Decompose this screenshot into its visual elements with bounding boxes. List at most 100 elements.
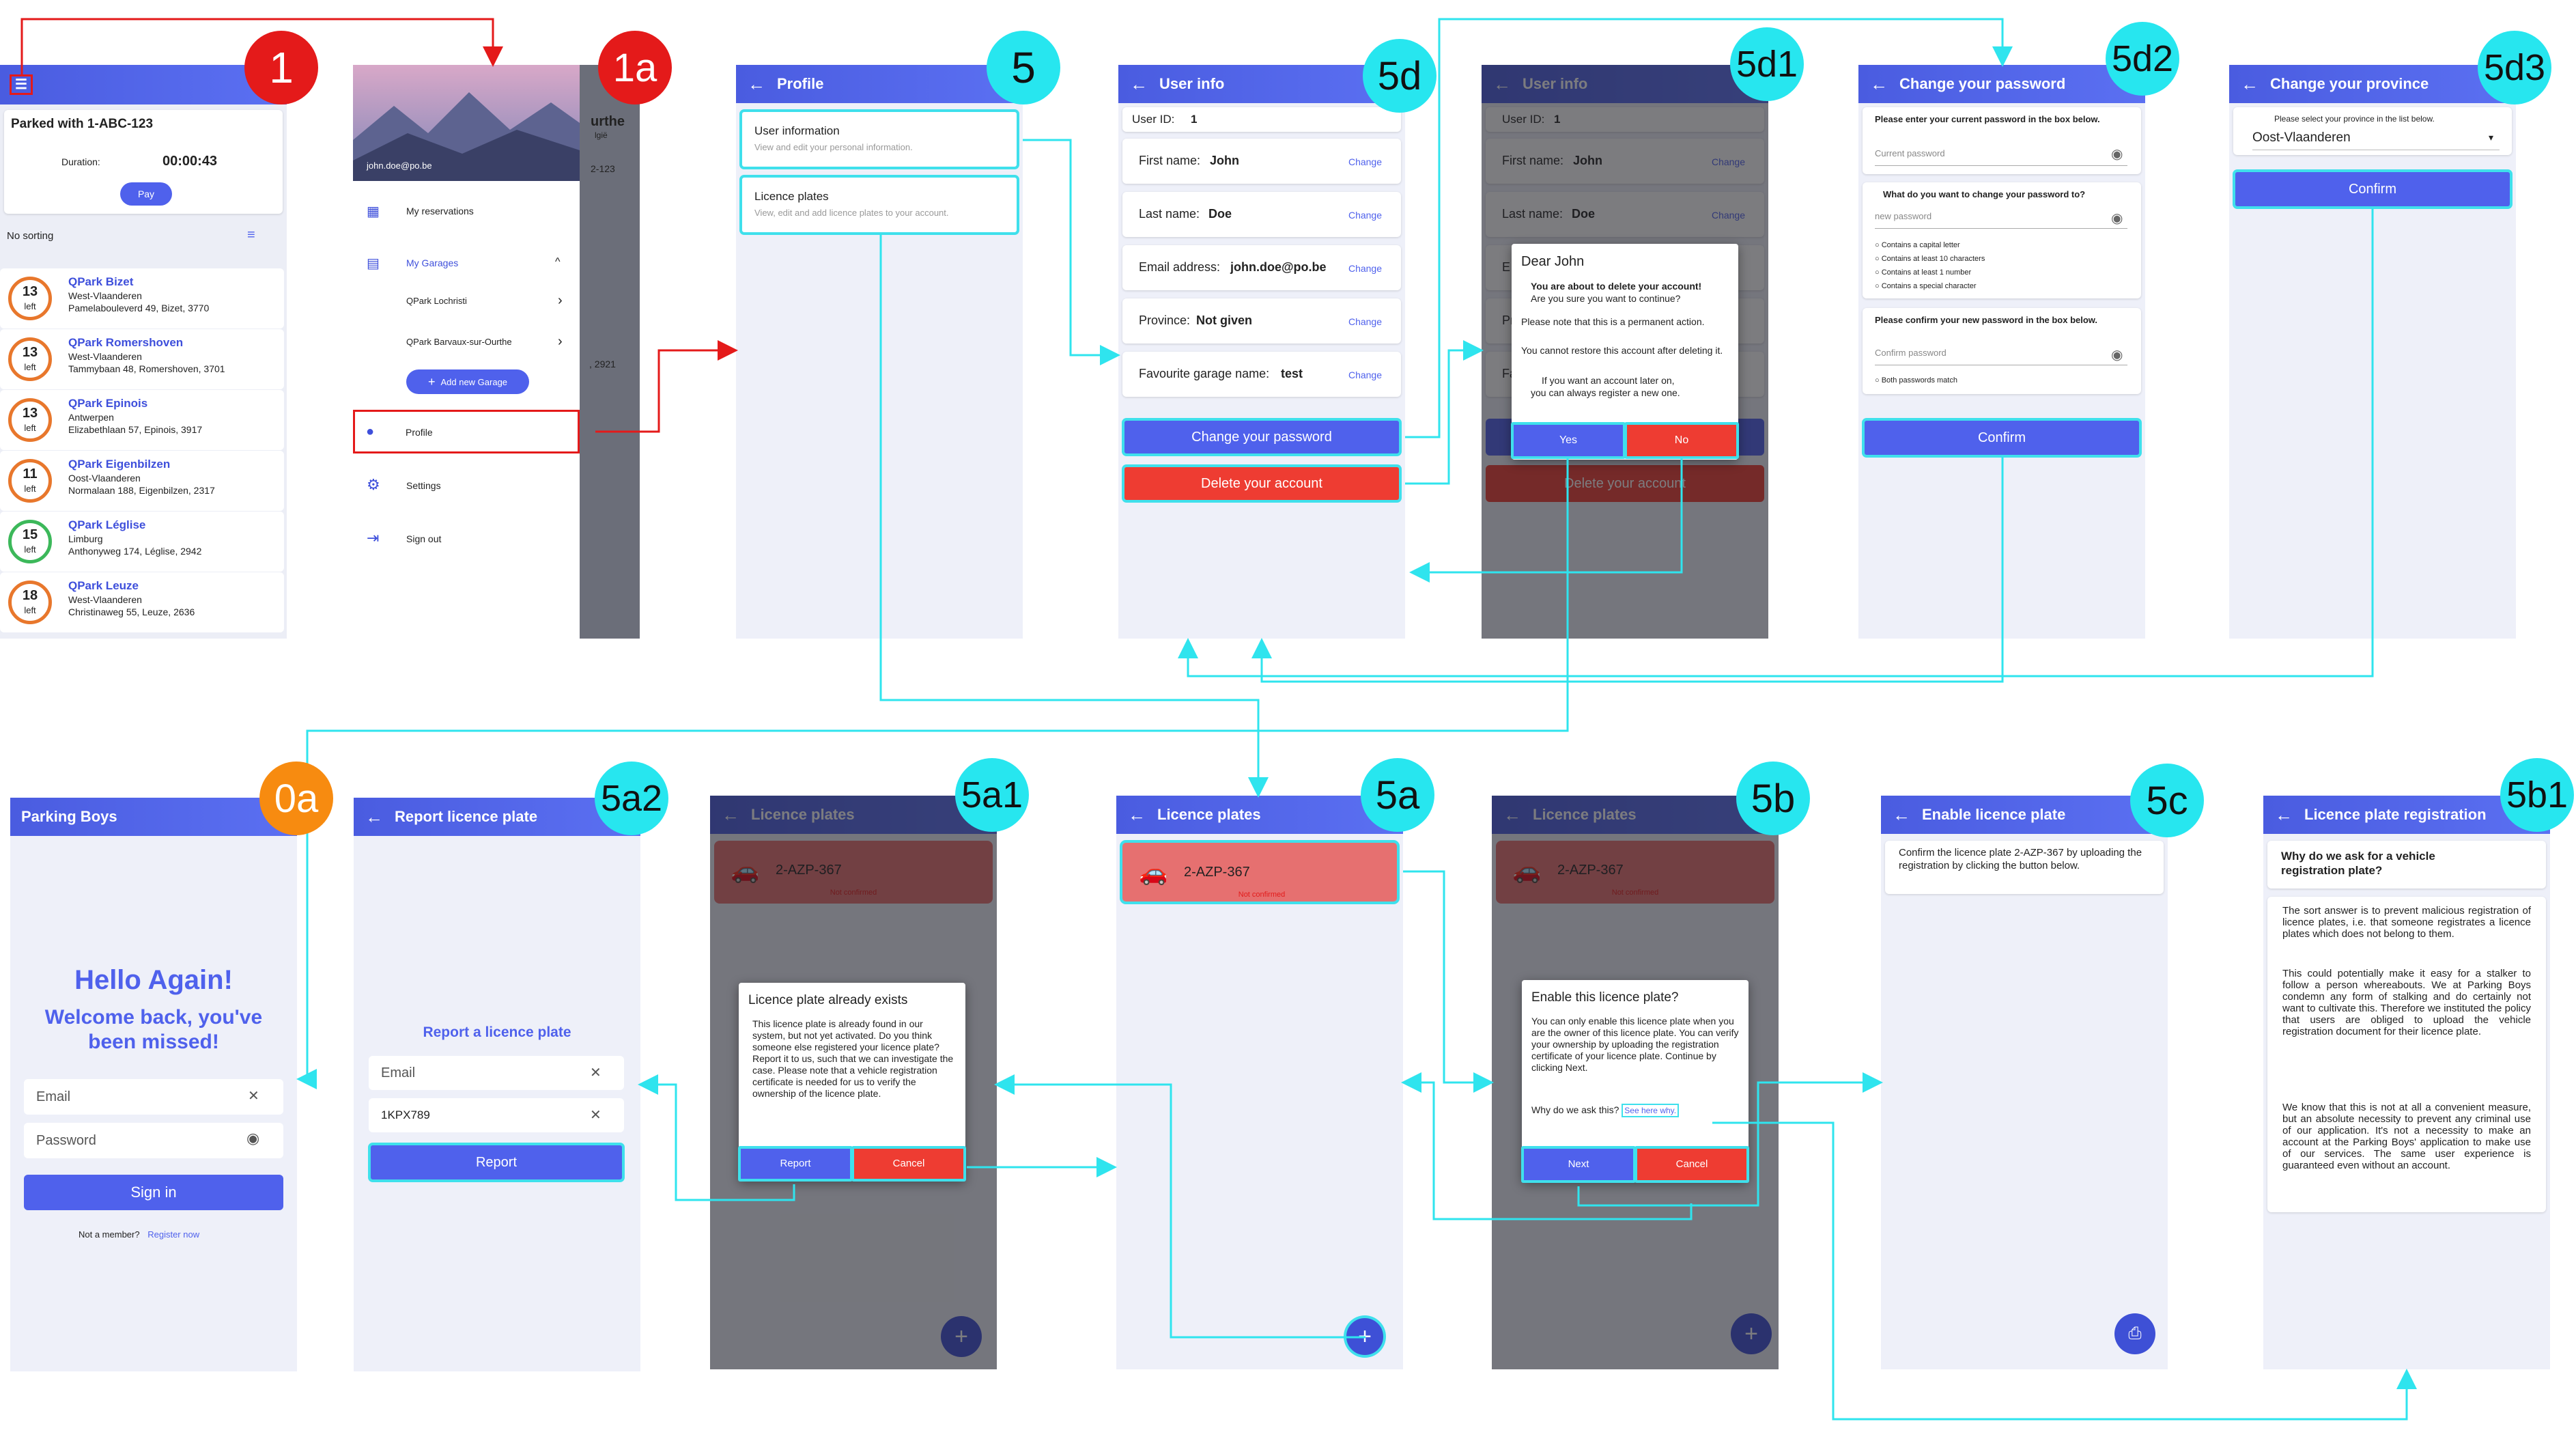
back-arrow-icon[interactable]: ← <box>748 73 765 94</box>
eye-icon[interactable]: ◉ <box>2111 147 2123 162</box>
field-value: Not given <box>1196 313 1253 327</box>
peek-text: , 2921 <box>589 359 616 369</box>
sort-icon[interactable]: ≡ <box>247 227 255 242</box>
submenu-item-lochristi[interactable]: QPark Lochristi › <box>353 293 580 313</box>
field-label: Last name: <box>1139 207 1200 221</box>
instruction: Please enter your current password in th… <box>1875 114 2100 124</box>
add-plate-fab[interactable]: + <box>1344 1316 1385 1357</box>
back-arrow-icon[interactable]: ← <box>2275 804 2293 825</box>
report-button[interactable]: Report <box>739 1147 852 1181</box>
back-arrow-icon[interactable]: ← <box>1870 73 1888 94</box>
plate-card[interactable]: 🚗 2-AZP-367 Not confirmed <box>1120 841 1399 904</box>
pay-button[interactable]: Pay <box>120 182 172 206</box>
cancel-button[interactable]: Cancel <box>1635 1147 1749 1182</box>
menu-item-signout[interactable]: ⇥ Sign out <box>353 527 580 554</box>
delete-account-button[interactable]: Delete your account <box>1122 465 1401 502</box>
clear-icon[interactable]: ✕ <box>590 1065 601 1080</box>
submenu-item-barvaux[interactable]: QPark Barvaux-sur-Ourthe › <box>353 334 580 354</box>
welcome-text: Welcome back, you've been missed! <box>44 1006 263 1053</box>
see-why-link[interactable]: See here why. <box>1622 1104 1680 1117</box>
password-field[interactable]: Password <box>24 1123 283 1158</box>
current-password-field[interactable]: Current password <box>1875 148 2127 166</box>
change-link[interactable]: Change <box>1348 369 1382 380</box>
peek-text: lgië <box>595 130 608 140</box>
eye-icon[interactable]: ◉ <box>246 1130 260 1147</box>
garage-region: Oost-Vlaanderen <box>68 473 141 484</box>
email-row: Email address: john.doe@po.be Change <box>1122 245 1401 290</box>
page-title: Licence plate registration <box>2304 806 2487 823</box>
menu-item-settings[interactable]: ⚙ Settings <box>353 473 580 501</box>
password-placeholder: Password <box>36 1132 96 1148</box>
eye-icon[interactable]: ◉ <box>2111 348 2123 363</box>
dropdown-icon[interactable]: ▾ <box>2489 132 2494 143</box>
next-button[interactable]: Next <box>1522 1147 1635 1182</box>
sign-in-button[interactable]: Sign in <box>24 1175 283 1210</box>
step-badge: 5a2 <box>595 762 668 835</box>
spots-count: 11 <box>23 466 38 481</box>
cancel-button[interactable]: Cancel <box>852 1147 965 1181</box>
app-title: Parking Boys <box>21 808 117 825</box>
confirm-button[interactable]: Confirm <box>2233 170 2512 208</box>
screen-drawer: urthe lgië 2-123 , 2921 john.doe@po.be ▦… <box>353 65 640 639</box>
step-badge: 5d3 <box>2478 31 2551 104</box>
page-title: Licence plates <box>1157 806 1261 823</box>
change-link[interactable]: Change <box>1348 210 1382 221</box>
spots-count: 15 <box>22 527 38 542</box>
rule-text: Contains a special character <box>1881 282 1977 290</box>
menu-icon[interactable]: ☰ <box>10 74 33 95</box>
change-link[interactable]: Change <box>1348 263 1382 274</box>
plus-icon: + <box>427 374 436 389</box>
upload-fab[interactable]: ⎙ <box>2114 1313 2155 1354</box>
screen-enable-plate: ← Enable licence plate Confirm the licen… <box>1881 796 2168 1369</box>
dialog-body: This licence plate is already found in o… <box>752 1018 954 1099</box>
eye-icon[interactable]: ◉ <box>2111 211 2123 226</box>
rule-item: ○ Both passwords match <box>1875 376 1957 385</box>
new-password-field[interactable]: new password <box>1875 211 2127 229</box>
back-arrow-icon[interactable]: ← <box>2241 73 2259 94</box>
step-badge: 0a <box>259 762 333 835</box>
user-information-card[interactable]: User information View and edit your pers… <box>740 110 1019 169</box>
spots-left-label: left <box>24 544 36 555</box>
dialog-body: You can only enable this licence plate w… <box>1531 1016 1739 1073</box>
licence-plates-card[interactable]: Licence plates View, edit and add licenc… <box>740 176 1019 234</box>
answer-paragraph: The sort answer is to prevent malicious … <box>2282 905 2531 940</box>
back-arrow-icon[interactable]: ← <box>365 806 383 827</box>
confirm-password-field[interactable]: Confirm password <box>1875 348 2127 365</box>
menu-item-profile[interactable]: ● Profile <box>353 410 580 453</box>
email-field[interactable]: Email <box>369 1056 624 1090</box>
no-button[interactable]: No <box>1625 423 1738 458</box>
confirm-button[interactable]: Confirm <box>1863 419 2141 457</box>
spots-count: 13 <box>22 345 38 360</box>
menu-item-reservations[interactable]: ▦ My reservations <box>353 199 580 226</box>
screen-delete-dialog: ← User info User ID: 1 First name: John … <box>1482 65 1768 639</box>
add-garage-button[interactable]: + Add new Garage <box>406 369 529 394</box>
back-arrow-icon[interactable]: ← <box>1130 73 1148 94</box>
province-select[interactable]: Oost-Vlaanderen <box>2252 130 2500 150</box>
back-arrow-icon[interactable]: ← <box>1893 804 1910 825</box>
clear-icon[interactable]: ✕ <box>248 1089 259 1104</box>
clear-icon[interactable]: ✕ <box>590 1108 601 1123</box>
spots-left-label: left <box>24 362 36 372</box>
email-field[interactable]: Email <box>24 1079 283 1115</box>
change-link[interactable]: Change <box>1348 316 1382 327</box>
back-arrow-icon[interactable]: ← <box>1128 804 1146 825</box>
change-password-button[interactable]: Change your password <box>1122 419 1401 456</box>
report-button[interactable]: Report <box>369 1143 624 1182</box>
app-bar: Parking Boys <box>10 798 297 836</box>
yes-button[interactable]: Yes <box>1512 423 1625 458</box>
register-link[interactable]: Register now <box>147 1229 200 1240</box>
change-link[interactable]: Change <box>1348 156 1382 167</box>
plate-field[interactable]: 1KPX789 <box>369 1098 624 1132</box>
screen-change-password: ← Change your password Please enter your… <box>1858 65 2145 639</box>
drawer-email: john.doe@po.be <box>367 160 432 171</box>
menu-item-my-garages[interactable]: ▤ My Garages ^ <box>353 251 580 278</box>
screen-profile: ← Profile User information View and edit… <box>736 65 1023 639</box>
